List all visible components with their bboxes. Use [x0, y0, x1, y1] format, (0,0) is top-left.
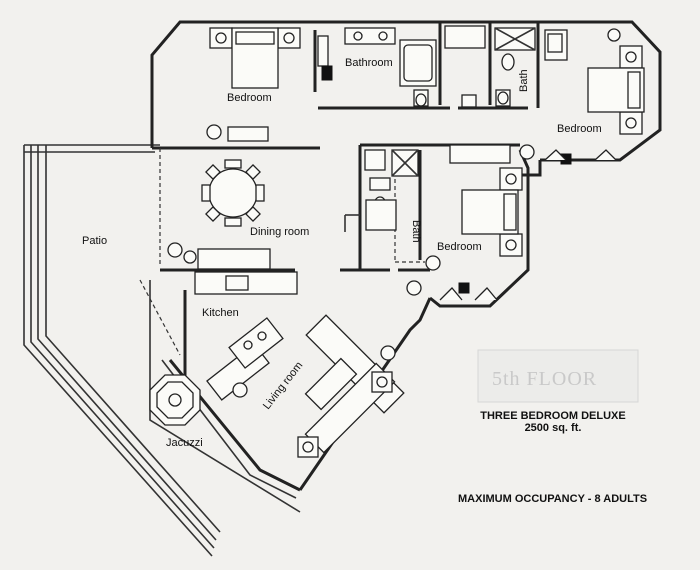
bathroom-fixtures	[344, 25, 536, 108]
room-label-dining-room: Dining room	[250, 226, 309, 238]
room-label-kitchen: Kitchen	[202, 307, 239, 319]
bath-2-fixtures	[364, 149, 419, 231]
watermark-text: 5th FLOOR	[492, 368, 597, 390]
floor-watermark: 5th FLOOR	[477, 349, 639, 403]
room-label-bedroom-2: Bedroom	[557, 123, 602, 135]
unit-name: THREE BEDROOM DELUXE	[480, 410, 626, 422]
room-label-bath-2: Bath	[410, 220, 422, 243]
room-label-patio: Patio	[82, 235, 107, 247]
room-label-bedroom-3: Bedroom	[437, 241, 482, 253]
unit-caption: THREE BEDROOM DELUXE 2500 sq. ft.	[478, 410, 628, 434]
dining-room-furniture	[167, 159, 271, 270]
room-label-bath-1: Bath	[518, 69, 530, 92]
kitchen-fixtures	[194, 271, 298, 401]
room-label-bathroom: Bathroom	[345, 57, 393, 69]
occupancy-note: MAXIMUM OCCUPANCY - 8 ADULTS	[458, 493, 648, 505]
room-label-bedroom-1: Bedroom	[227, 92, 272, 104]
bedroom-2-furniture	[519, 28, 645, 165]
jacuzzi-tub	[149, 374, 201, 426]
room-label-living-room: Living room	[261, 360, 305, 412]
bedroom-3-furniture	[406, 144, 523, 301]
patio-boundary	[23, 144, 301, 557]
unit-area: 2500 sq. ft.	[524, 422, 582, 434]
bedroom-1-furniture	[206, 27, 333, 142]
room-label-jacuzzi: Jacuzzi	[166, 437, 203, 449]
living-room-furniture	[297, 314, 405, 458]
